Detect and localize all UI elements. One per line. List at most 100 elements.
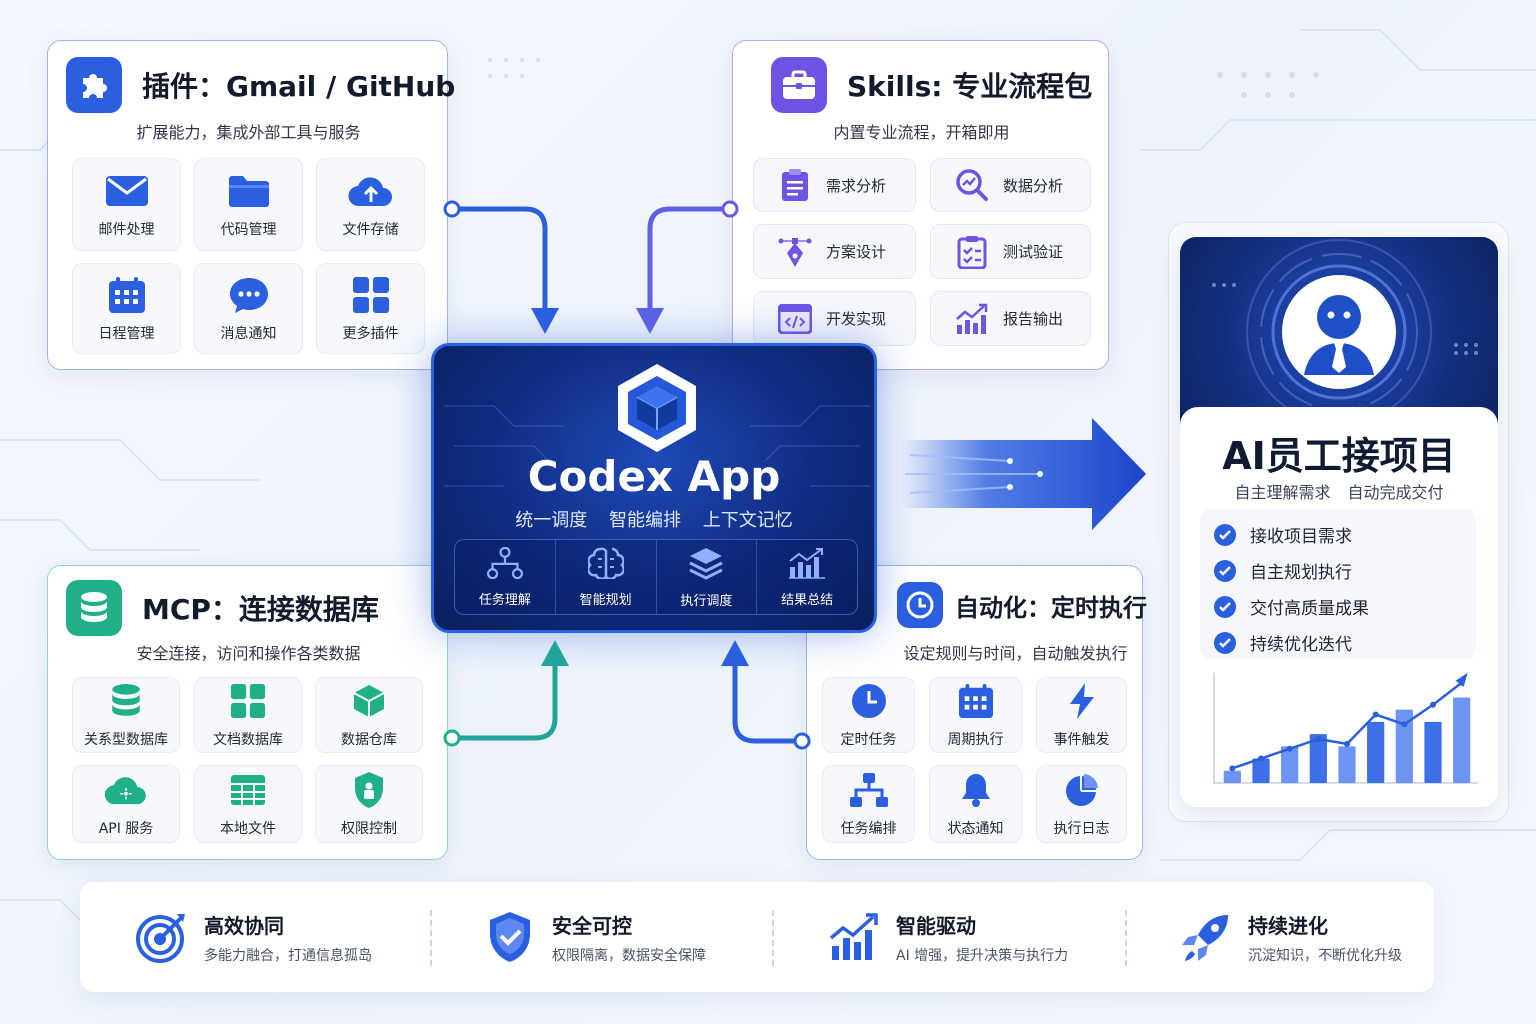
skill-chip-data-analysis[interactable]: 数据分析 — [930, 158, 1091, 212]
chart-bar — [1367, 721, 1385, 783]
grid-icon — [352, 275, 390, 315]
ai-subtitle: 自主理解需求 自动完成交付 — [1234, 483, 1444, 502]
chart-trend-point — [1344, 740, 1350, 747]
skills-title: Skills: 专业流程包 — [847, 70, 1093, 103]
mail-icon — [105, 171, 149, 211]
mcp-tile-relational-db[interactable]: 关系型数据库 — [72, 677, 180, 753]
chart-trend-point — [1372, 711, 1379, 718]
clock-icon — [851, 681, 887, 721]
cloud-upload-icon — [347, 171, 395, 211]
code-window-icon — [778, 302, 812, 336]
ai-employee-card[interactable]: AI员工接项目 自主理解需求 自动完成交付 接收项目需求 自主规划执行 交付高质… — [1180, 237, 1498, 807]
database-icon — [66, 580, 122, 636]
plugin-tile-message[interactable]: 消息通知 — [194, 263, 303, 354]
hierarchy-icon — [486, 546, 523, 583]
ai-task-item: 接收项目需求 — [1214, 522, 1352, 547]
chart-bar — [1309, 734, 1327, 783]
chart-bar — [1281, 746, 1299, 783]
mcp-tile-api[interactable]: API 服务 — [72, 765, 180, 843]
magnifier-chart-icon — [955, 168, 989, 202]
ai-title: AI员工接项目 — [1222, 434, 1456, 478]
bar-trend-icon — [955, 302, 989, 336]
database-icon — [109, 681, 143, 721]
checklist-icon — [955, 235, 989, 269]
ai-task-list: 接收项目需求 自主规划执行 交付高质量成果 持续优化迭代 — [1200, 509, 1476, 659]
chart-bar — [1223, 770, 1241, 783]
footer-feature-evolution: 持续进化沉淀知识，不断优化升级 — [1178, 882, 1402, 992]
auto-tile-orchestration[interactable]: 任务编排 — [822, 765, 915, 843]
mcp-tile-warehouse[interactable]: 数据仓库 — [315, 677, 423, 753]
chat-icon — [228, 275, 270, 315]
mcp-tile-document-db[interactable]: 文档数据库 — [194, 677, 302, 753]
cube-icon — [351, 681, 387, 721]
target-icon — [134, 909, 190, 965]
plugin-tile-code[interactable]: 代码管理 — [194, 158, 303, 251]
skill-chip-requirement[interactable]: 需求分析 — [753, 158, 916, 212]
codex-feature-summary[interactable]: 结果总结 — [757, 540, 857, 614]
plugin-tile-more[interactable]: 更多插件 — [316, 263, 425, 354]
plugin-tile-calendar[interactable]: 日程管理 — [72, 263, 181, 354]
growth-chart-icon — [826, 909, 882, 965]
auto-tile-notify[interactable]: 状态通知 — [929, 765, 1022, 843]
clock-icon — [897, 582, 943, 628]
codex-feature-scheduling[interactable]: 执行调度 — [657, 540, 758, 614]
ai-task-item: 交付高质量成果 — [1214, 594, 1369, 619]
mcp-tile-permission[interactable]: 权限控制 — [315, 765, 423, 843]
plugin-tile-mail[interactable]: 邮件处理 — [72, 158, 181, 251]
ai-growth-chart — [1213, 672, 1478, 784]
calendar-icon — [108, 275, 146, 315]
auto-tile-periodic[interactable]: 周期执行 — [929, 677, 1022, 753]
chart-trend-point — [1286, 745, 1293, 752]
automation-title: 自动化：定时执行 — [955, 593, 1147, 622]
plugin-tile-storage[interactable]: 文件存储 — [316, 158, 425, 251]
puzzle-icon — [66, 57, 122, 113]
codex-app-hub[interactable]: Codex App 统一调度 智能编排 上下文记忆 任务理解 智能规划 执行调度… — [431, 343, 877, 633]
calendar-icon — [958, 681, 994, 721]
footer-divider — [772, 910, 774, 966]
chart-bar — [1424, 721, 1442, 783]
bell-icon — [959, 770, 993, 810]
lightning-icon — [1068, 681, 1096, 721]
auto-tile-scheduled[interactable]: 定时任务 — [822, 677, 915, 753]
chart-trend-point — [1430, 701, 1436, 708]
chart-trend-point — [1229, 765, 1236, 772]
cube-icon — [614, 362, 700, 454]
chart-bar — [1338, 746, 1356, 783]
ai-task-item: 自主规划执行 — [1214, 558, 1352, 583]
automation-subtitle: 设定规则与时间，自动触发执行 — [903, 644, 1128, 663]
check-icon — [1214, 559, 1236, 582]
codex-feature-planning[interactable]: 智能规划 — [556, 540, 657, 614]
bar-chart-icon — [788, 547, 826, 583]
cloud-icon — [103, 770, 149, 810]
footer-feature-collaboration: 高效协同多能力融合，打通信息孤岛 — [134, 882, 372, 992]
hierarchy-icon — [849, 770, 889, 810]
ai-employee-banner — [1180, 237, 1498, 437]
codex-circuit-decoration — [444, 405, 870, 487]
pie-chart-icon — [1064, 770, 1100, 810]
check-icon — [1214, 595, 1236, 618]
mcp-tile-local-file[interactable]: 本地文件 — [194, 765, 302, 843]
plugins-subtitle: 扩展能力，集成外部工具与服务 — [136, 123, 361, 142]
auto-tile-log[interactable]: 执行日志 — [1036, 765, 1127, 843]
skill-chip-development[interactable]: 开发实现 — [753, 291, 916, 346]
skill-chip-design[interactable]: 方案设计 — [753, 224, 916, 279]
skill-chip-testing[interactable]: 测试验证 — [930, 224, 1091, 279]
ai-task-item: 持续优化迭代 — [1214, 630, 1352, 655]
clipboard-icon — [778, 168, 812, 202]
plugins-title: 插件：Gmail / GitHub — [142, 70, 456, 103]
auto-tile-event[interactable]: 事件触发 — [1036, 677, 1127, 753]
rocket-icon — [1178, 909, 1234, 965]
chart-axis — [1213, 673, 1478, 784]
codex-title: Codex App — [527, 452, 781, 501]
codex-feature-bar: 任务理解 智能规划 执行调度 结果总结 — [454, 539, 858, 615]
brain-icon — [586, 547, 625, 583]
layers-icon — [688, 546, 724, 584]
codex-feature-task-understanding[interactable]: 任务理解 — [455, 540, 556, 614]
skill-chip-report[interactable]: 报告输出 — [930, 291, 1091, 346]
mcp-title: MCP：连接数据库 — [142, 593, 379, 626]
footer-feature-security: 安全可控权限隔离，数据安全保障 — [482, 882, 706, 992]
chart-trend-point — [1315, 736, 1322, 742]
chart-bar — [1395, 709, 1413, 783]
